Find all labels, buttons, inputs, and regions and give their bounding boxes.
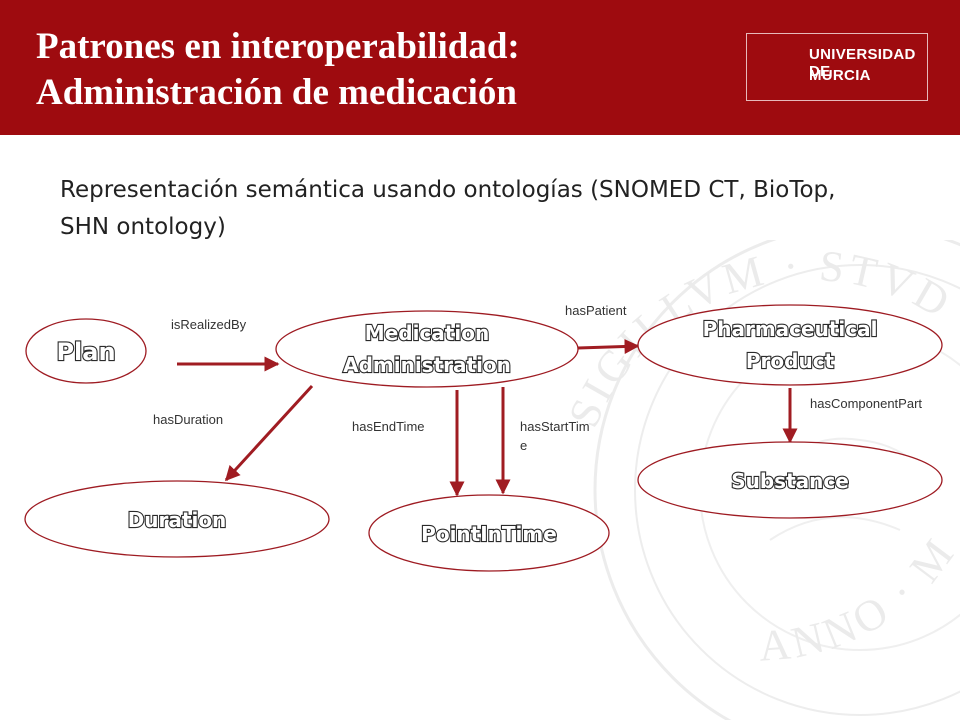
node-duration-ellipse	[24, 480, 330, 558]
edge-haspatient-arrow	[577, 338, 640, 354]
node-medication-administration: Medication Administration	[275, 310, 579, 388]
edge-label-hasstarttime-line-2: e	[520, 438, 527, 453]
node-pharma-label-line-1: Pharmaceutical	[703, 317, 878, 341]
node-duration-label: Duration	[128, 508, 227, 532]
node-pharma-label-line-2: Product	[746, 349, 835, 373]
node-plan-ellipse	[25, 318, 147, 384]
node-medication-label-line-1: Medication	[365, 321, 489, 345]
edge-hasduration-arrow	[224, 384, 314, 482]
edge-label-hascomponentpart: hasComponentPart	[810, 396, 922, 411]
node-pharmaceutical-product: Pharmaceutical Product	[637, 304, 943, 386]
diagram-edges	[177, 338, 798, 497]
slide-title-line-2: Administración de medicación	[36, 72, 517, 113]
edge-label-hasendtime: hasEndTime	[352, 419, 425, 434]
edge-label-isrealizedby: isRealizedBy	[171, 317, 247, 332]
node-pointintime-label: PointInTime	[421, 522, 557, 546]
edge-label-hasduration: hasDuration	[153, 412, 223, 427]
node-medication-label-line-2: Administration	[343, 353, 511, 377]
node-medication-administration-ellipse	[275, 310, 579, 388]
node-substance: Substance	[637, 441, 943, 519]
slide-title: Patrones en interoperabilidad: Administr…	[36, 24, 520, 116]
slide-subtitle: Representación semántica usando ontologí…	[60, 177, 836, 240]
edge-label-haspatient: hasPatient	[565, 303, 627, 318]
node-pharmaceutical-product-ellipse	[637, 304, 943, 386]
logo-text-line-1: UNIVERSIDAD DE	[809, 46, 916, 80]
slide-title-line-1: Patrones en interoperabilidad:	[36, 26, 520, 67]
logo-text-line-2: MURCIA	[809, 67, 871, 84]
slide-header: Patrones en interoperabilidad: Administr…	[0, 0, 960, 135]
node-pointintime-ellipse	[368, 494, 610, 572]
node-plan: Plan	[25, 318, 147, 384]
node-duration: Duration	[24, 480, 330, 558]
edge-label-hasstarttime-line-1: hasStartTim	[520, 419, 590, 434]
node-substance-label: Substance	[731, 469, 849, 493]
university-logo: UNIVERSIDAD DE MURCIA	[746, 33, 928, 101]
node-substance-ellipse	[637, 441, 943, 519]
node-plan-label: Plan	[56, 338, 115, 366]
node-pointintime: PointInTime	[368, 494, 610, 572]
